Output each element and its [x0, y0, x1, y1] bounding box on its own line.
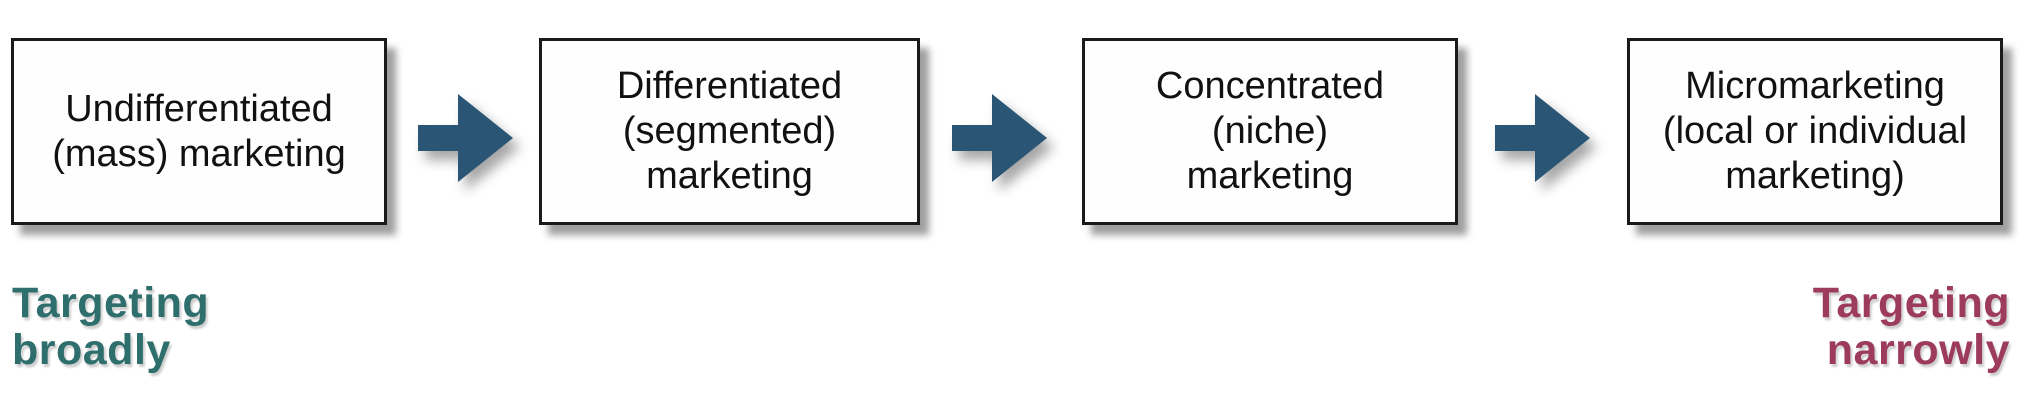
box-text-line: Differentiated: [616, 65, 843, 107]
arrow-right-icon: [952, 94, 1047, 182]
box-text-line: Micromarketing: [1685, 65, 1945, 107]
label-line: broadly: [12, 326, 171, 374]
arrow-right-icon: [1495, 94, 1590, 182]
strategy-box-undifferentiated: Undifferentiated (mass) marketing: [11, 38, 387, 225]
box-text-line: (segmented): [622, 110, 837, 152]
strategy-box-micromarketing: Micromarketing (local or individual mark…: [1627, 38, 2003, 225]
arrow-right-shape: [952, 94, 1047, 182]
label-targeting-narrowly: Targeting narrowly: [1813, 280, 2010, 374]
box-text-line: marketing: [1186, 155, 1354, 197]
label-line: Targeting: [1812, 279, 2010, 327]
strategy-box-concentrated: Concentrated (niche) marketing: [1082, 38, 1458, 225]
strategy-box-differentiated: Differentiated (segmented) marketing: [539, 38, 920, 225]
arrow-right-shape: [1495, 94, 1590, 182]
arrow-right-shape: [418, 94, 513, 182]
label-line: narrowly: [1826, 326, 2010, 374]
box-text-line: marketing: [646, 155, 813, 197]
box-text-line: Undifferentiated: [65, 87, 333, 130]
arrow-right-icon: [418, 94, 513, 182]
box-text-line: marketing): [1725, 155, 1905, 197]
label-targeting-broadly: Targeting broadly: [12, 280, 209, 374]
box-text-line: Concentrated: [1155, 65, 1385, 107]
box-text-line: (local or individual: [1662, 110, 1968, 152]
box-text-line: (niche): [1211, 110, 1329, 152]
box-text-line: (mass) marketing: [52, 132, 346, 175]
label-line: Targeting: [12, 279, 210, 327]
